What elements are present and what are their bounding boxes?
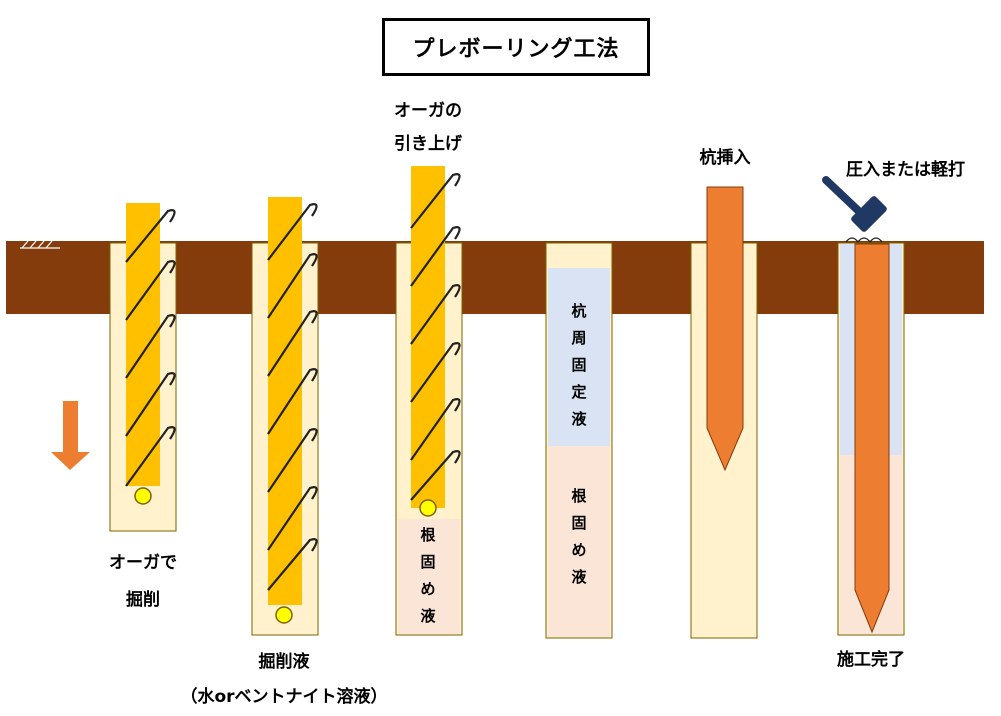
- root-fix-char: め: [571, 541, 587, 559]
- root-fix-char: 固: [571, 514, 587, 532]
- pile-fix-char: 杭: [571, 302, 587, 320]
- root-fix-region-3: [398, 519, 460, 634]
- auger-bit-2: [275, 606, 293, 624]
- pile-fix-char: 定: [571, 383, 587, 401]
- fluid-label-line2: （水orベントナイト溶液）: [180, 687, 388, 707]
- lift-label-line2: 引き上げ: [394, 134, 462, 154]
- root-fix-char: 根: [571, 487, 587, 505]
- root-fix-char: 根: [420, 526, 436, 544]
- root-fix-text-4: 根 固 め 液: [567, 489, 591, 597]
- excavate-label-line1: オーガで: [109, 553, 177, 573]
- down-arrow-icon: [51, 401, 90, 470]
- root-fix-region-4: [548, 446, 610, 637]
- pile-5: [706, 186, 744, 472]
- impact-marks: [845, 237, 883, 244]
- auger-spiral-3: [410, 173, 461, 501]
- page-title: プレボーリング工法: [412, 37, 620, 62]
- auger-spiral-1: [125, 209, 176, 487]
- pile-fix-char: 周: [571, 329, 587, 347]
- root-fix-char: め: [420, 580, 436, 598]
- pile-6: [854, 243, 890, 634]
- auger-bit-1: [134, 487, 152, 505]
- ground-hatch: [20, 240, 60, 249]
- press-label: 圧入または軽打: [846, 160, 965, 180]
- auger-spiral-2: [267, 203, 318, 591]
- pile-fix-region-4: [548, 268, 610, 446]
- auger-bit-3: [419, 499, 437, 517]
- complete-label: 施工完了: [837, 650, 905, 670]
- lift-label-line1: オーガの: [394, 101, 462, 121]
- root-fix-text-3: 根 固 め 液: [416, 528, 440, 636]
- auger-shaft-1: [126, 203, 160, 486]
- root-fix-char: 固: [420, 553, 436, 571]
- fluid-label-line1: 掘削液: [258, 652, 310, 672]
- pile-fix-char: 固: [571, 356, 587, 374]
- auger-shaft-2: [268, 197, 302, 605]
- title-box: プレボーリング工法: [382, 18, 650, 76]
- root-fix-char: 液: [420, 607, 436, 625]
- pile-fix-char: 液: [571, 410, 587, 428]
- excavate-label-line2: 掘削: [126, 590, 160, 610]
- hammer-icon: [822, 176, 887, 232]
- pile-fix-text-4: 杭 周 固 定 液: [567, 304, 591, 439]
- root-fix-char: 液: [571, 568, 587, 586]
- insert-label: 杭挿入: [699, 148, 751, 168]
